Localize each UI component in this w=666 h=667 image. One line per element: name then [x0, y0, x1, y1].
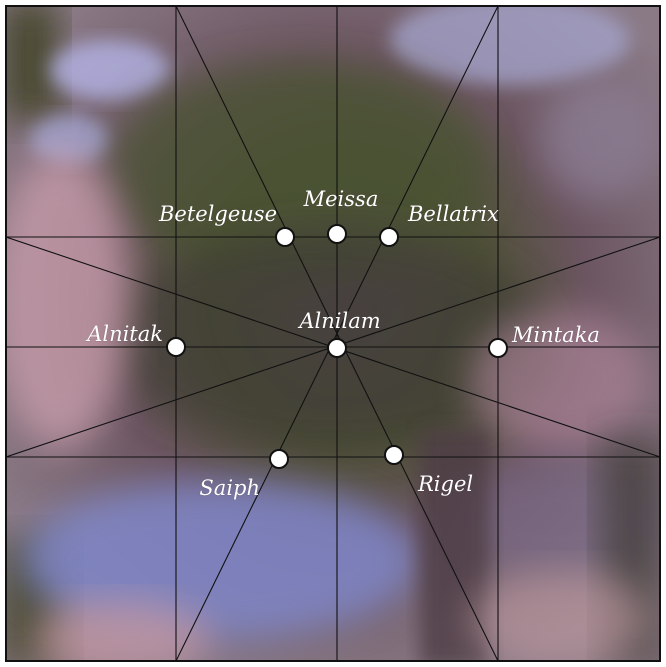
star-dot-meissa: [327, 224, 347, 244]
star-label-saiph: Saiph: [199, 476, 260, 500]
star-label-alnitak: Alnitak: [85, 322, 163, 346]
star-label-meissa: Meissa: [303, 187, 379, 211]
star-dot-rigel: [384, 445, 404, 465]
star-label-rigel: Rigel: [417, 472, 473, 496]
star-dot-saiph: [269, 449, 289, 469]
star-dots: [166, 224, 508, 469]
star-label-betelgeuse: Betelgeuse: [158, 202, 277, 226]
star-label-mintaka: Mintaka: [511, 323, 600, 347]
star-labels: Betelgeuse Meissa Bellatrix Alnitak Alni…: [85, 187, 600, 501]
star-dot-bellatrix: [379, 227, 399, 247]
star-label-bellatrix: Bellatrix: [407, 202, 499, 226]
star-dot-alnilam: [327, 338, 347, 358]
star-label-alnilam: Alnilam: [297, 309, 380, 333]
ray-line-2: [175, 6, 499, 661]
star-dot-betelgeuse: [275, 227, 295, 247]
star-dot-alnitak: [166, 337, 186, 357]
star-dot-mintaka: [488, 338, 508, 358]
image-frame: [5, 5, 661, 662]
